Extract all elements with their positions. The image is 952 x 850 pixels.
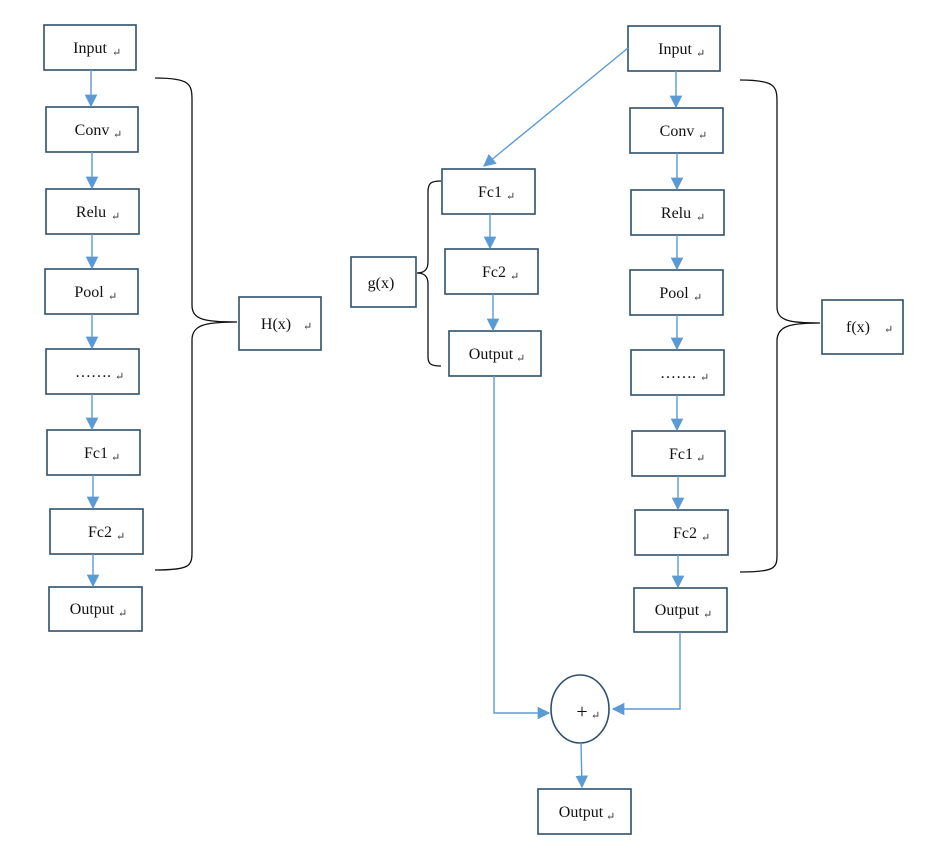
left-ellipsis-node: ……. ↵ — [45, 348, 140, 395]
final-output-label: Output — [559, 804, 604, 821]
left-conv-label: Conv — [75, 122, 110, 139]
middle-fc1-return-mark: ↵ — [506, 191, 515, 203]
right-fc1-label: Fc1 — [669, 446, 693, 463]
left-brace — [154, 77, 238, 571]
arrow-right-output-to-sum — [611, 632, 681, 716]
sum-return-mark: ↵ — [591, 710, 600, 722]
left-output-label: Output — [70, 601, 115, 618]
left-fc2-node: Fc2 ↵ — [49, 508, 144, 555]
g-function-node: g(x) — [350, 256, 417, 308]
final-output-node: Output ↵ — [537, 788, 632, 835]
left-relu-return-mark: ↵ — [111, 211, 120, 223]
right-output-return-mark: ↵ — [703, 609, 712, 621]
right-pool-label: Pool — [659, 285, 689, 302]
middle-output-return-mark: ↵ — [516, 353, 525, 365]
right-fc2-label: Fc2 — [673, 525, 697, 542]
middle-output-node: Output ↵ — [448, 330, 542, 377]
right-input-node: Input ↵ — [627, 25, 721, 72]
arrow-input-to-middle-fc1 — [483, 47, 629, 167]
left-conv-return-mark: ↵ — [113, 129, 122, 141]
left-fc1-label: Fc1 — [84, 445, 108, 462]
h-function-node: H(x) ↵ — [238, 296, 322, 351]
f-function-label: f(x) — [846, 319, 870, 336]
final-output-return-mark: ↵ — [606, 811, 615, 823]
right-conv-label: Conv — [660, 123, 695, 140]
left-fc1-node: Fc1 ↵ — [46, 429, 141, 476]
middle-fc2-label: Fc2 — [482, 264, 506, 281]
sum-node: + ↵ — [550, 674, 610, 744]
left-column: Input ↵ Conv ↵ Relu ↵ Pool ↵ ……. ↵ Fc1 ↵ — [43, 24, 322, 632]
right-ellipsis-label: ……. — [660, 365, 696, 382]
middle-output-label: Output — [469, 346, 514, 363]
right-fc1-return-mark: ↵ — [696, 453, 705, 465]
left-fc2-return-mark: ↵ — [116, 531, 125, 543]
left-fc2-label: Fc2 — [88, 524, 112, 541]
right-fc1-node: Fc1 ↵ — [631, 430, 726, 477]
left-pool-label: Pool — [74, 284, 104, 301]
right-output-label: Output — [655, 602, 700, 619]
left-ellipsis-return-mark: ↵ — [115, 371, 124, 383]
f-function-return-mark: ↵ — [884, 324, 893, 336]
middle-column: Fc1 ↵ Fc2 ↵ Output ↵ g(x) — [350, 168, 542, 377]
middle-fc2-node: Fc2 ↵ — [444, 248, 539, 295]
left-input-label: Input — [73, 40, 107, 57]
g-function-label: g(x) — [368, 275, 395, 292]
left-relu-label: Relu — [76, 204, 106, 221]
right-ellipsis-return-mark: ↵ — [700, 372, 709, 384]
middle-fc1-node: Fc1 ↵ — [441, 168, 536, 215]
right-conv-return-mark: ↵ — [698, 130, 707, 142]
left-input-node: Input ↵ — [43, 24, 137, 71]
sum-symbol: + — [576, 701, 587, 723]
right-column: Input ↵ Conv ↵ Relu ↵ Pool ↵ ……. ↵ Fc1 ↵ — [627, 25, 904, 633]
left-ellipsis-label: ……. — [75, 364, 111, 381]
right-pool-return-mark: ↵ — [693, 292, 702, 304]
right-fc2-return-mark: ↵ — [701, 532, 710, 544]
left-output-node: Output ↵ — [48, 586, 143, 632]
right-pool-node: Pool ↵ — [629, 269, 724, 316]
left-relu-node: Relu ↵ — [45, 188, 140, 235]
right-relu-return-mark: ↵ — [696, 212, 705, 224]
arrow-middle-output-to-sum — [493, 376, 551, 720]
left-input-return-mark: ↵ — [112, 47, 121, 59]
f-function-node: f(x) ↵ — [821, 299, 904, 355]
middle-fc1-label: Fc1 — [478, 184, 502, 201]
left-fc1-return-mark: ↵ — [111, 452, 120, 464]
right-brace — [739, 79, 821, 573]
right-relu-node: Relu ↵ — [630, 189, 725, 236]
left-pool-node: Pool ↵ — [44, 268, 139, 315]
middle-fc2-return-mark: ↵ — [510, 271, 519, 283]
right-output-node: Output ↵ — [633, 587, 728, 633]
middle-brace — [416, 180, 442, 367]
left-pool-return-mark: ↵ — [108, 291, 117, 303]
h-function-label: H(x) — [261, 316, 291, 333]
right-relu-label: Relu — [661, 205, 691, 222]
h-function-return-mark: ↵ — [303, 321, 312, 333]
left-conv-node: Conv ↵ — [45, 106, 139, 153]
right-input-label: Input — [658, 41, 692, 58]
left-output-return-mark: ↵ — [118, 608, 127, 620]
right-conv-node: Conv ↵ — [629, 107, 724, 154]
right-ellipsis-node: ……. ↵ — [630, 349, 725, 396]
arrow-sum-to-final-output — [575, 742, 589, 789]
right-input-return-mark: ↵ — [696, 48, 705, 60]
right-fc2-node: Fc2 ↵ — [634, 509, 729, 556]
